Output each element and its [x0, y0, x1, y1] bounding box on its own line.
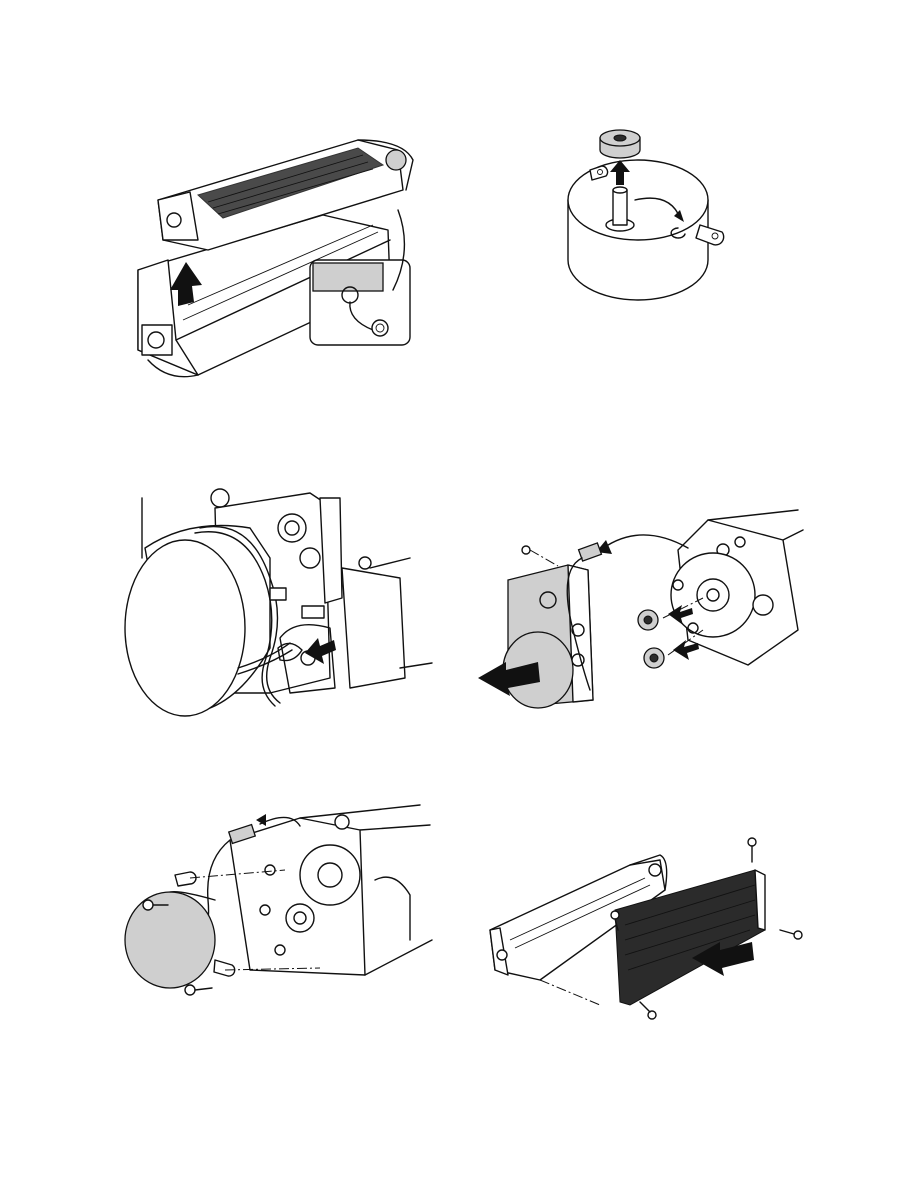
drive-motor [125, 872, 235, 988]
illustration-fuser-unit-lift [128, 120, 428, 395]
illustration-drive-motor-bracket-removal [478, 510, 808, 710]
frame-assembly [230, 805, 432, 975]
gear-icon [600, 130, 640, 158]
illustration-motor-gear-removal [560, 120, 730, 305]
illustration-motor-harness-clamp [120, 488, 435, 718]
frame-plate [671, 510, 803, 665]
motor-bracket [503, 565, 593, 708]
drive-motor [568, 160, 724, 300]
illustration-heater-cover-removal [480, 830, 805, 1025]
illustration-motor-screw-removal [120, 800, 435, 1010]
